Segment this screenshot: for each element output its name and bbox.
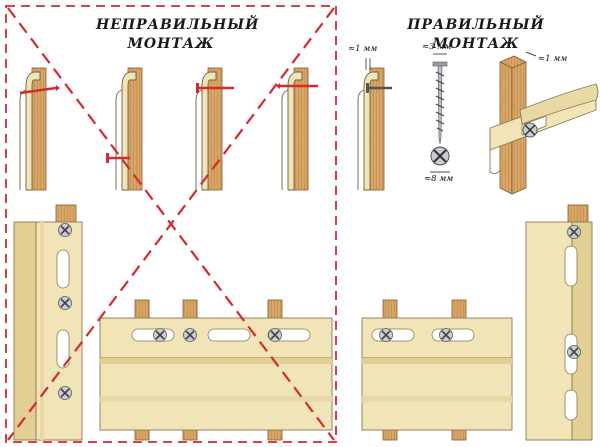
screw-icon <box>430 53 450 173</box>
cross-out-mark <box>7 7 335 441</box>
screw-head-gap-dimension: ≈3 мм <box>422 42 452 52</box>
correct-heading: ПРАВИЛЬНЫЙ МОНТАЖ <box>407 17 545 52</box>
screw-icon <box>267 327 283 343</box>
incorrect-detail-1 <box>19 67 60 191</box>
screw-icon <box>57 295 73 311</box>
incorrect-heading-line1: НЕПРАВИЛЬНЫЙ <box>96 17 260 33</box>
screw-icon <box>152 327 168 343</box>
incorrect-detail-3 <box>195 67 234 191</box>
gap-dimension-right: ≈1 мм <box>538 54 568 64</box>
screw-diameter-dimension: ≈8 мм <box>424 174 454 184</box>
screw-icon <box>438 327 454 343</box>
correct-detail-gap <box>357 58 392 191</box>
screw-icon <box>57 222 73 238</box>
incorrect-heading: НЕПРАВИЛЬНЫЙ МОНТАЖ <box>96 16 260 54</box>
screw-icon <box>57 385 73 401</box>
gap-dimension-left: ≈1 мм <box>348 44 378 54</box>
screw-icon <box>378 327 394 343</box>
incorrect-vertical-panel <box>13 204 83 441</box>
incorrect-detail-4 <box>276 67 318 191</box>
incorrect-frame <box>5 5 337 443</box>
incorrect-detail-2 <box>106 67 143 191</box>
incorrect-horizontal-panel <box>99 299 333 441</box>
correct-horizontal-panel <box>361 299 513 441</box>
screw-icon <box>566 344 582 360</box>
correct-vertical-panel <box>525 204 593 441</box>
screw-icon <box>566 224 582 240</box>
correct-detail-3d <box>489 51 599 195</box>
screw-icon <box>182 327 198 343</box>
incorrect-heading-line2: МОНТАЖ <box>127 36 215 52</box>
